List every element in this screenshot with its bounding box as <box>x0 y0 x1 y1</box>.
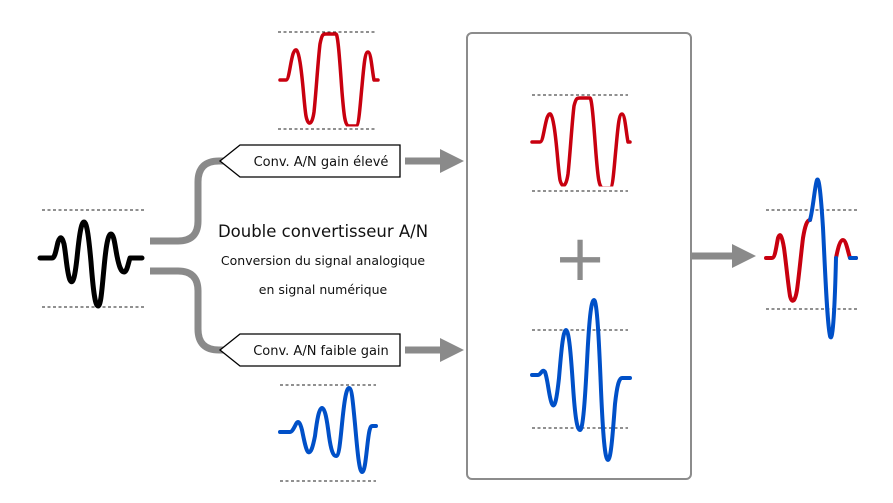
low-gain-bottom-waveform <box>278 386 378 474</box>
combine-plus-sign: + <box>553 222 607 296</box>
low-gain-signal-bottom <box>278 384 378 482</box>
diagram-subtitle-line1: Conversion du signal analogique <box>221 253 425 268</box>
branch-line-up <box>150 157 230 245</box>
output-waveform-high-gain-part <box>764 218 858 303</box>
high-gain-signal-top <box>278 31 380 130</box>
low-gain-arrow-head <box>440 338 464 362</box>
high-gain-top-waveform <box>278 32 380 127</box>
input-signal <box>37 209 146 309</box>
output-arrow-head <box>732 244 756 268</box>
high-gain-converter-label: Conv. A/N gain élevé <box>254 155 389 170</box>
high-gain-arrow-head <box>440 149 464 173</box>
input-waveform <box>37 219 145 309</box>
diagram-subtitle-line2: en signal numérique <box>259 282 388 297</box>
panel-low-gain-waveform <box>530 298 632 462</box>
connector-lines <box>150 149 756 362</box>
low-gain-converter-box <box>218 333 401 367</box>
combine-panel-frame <box>466 32 692 480</box>
low-gain-converter-label: Conv. A/N faible gain <box>253 344 389 359</box>
low-gain-converter: Conv. A/N faible gain <box>218 333 401 367</box>
diagram-title: Double convertisseur A/N <box>218 222 428 241</box>
output-signal <box>764 177 858 340</box>
panel-high-gain-waveform <box>530 96 632 187</box>
high-gain-converter: Conv. A/N gain élevé <box>218 144 401 178</box>
high-gain-converter-box <box>218 144 401 178</box>
branch-line-down <box>150 267 230 354</box>
combine-panel: + <box>466 32 692 480</box>
output-waveform-low-gain-part <box>808 177 858 340</box>
